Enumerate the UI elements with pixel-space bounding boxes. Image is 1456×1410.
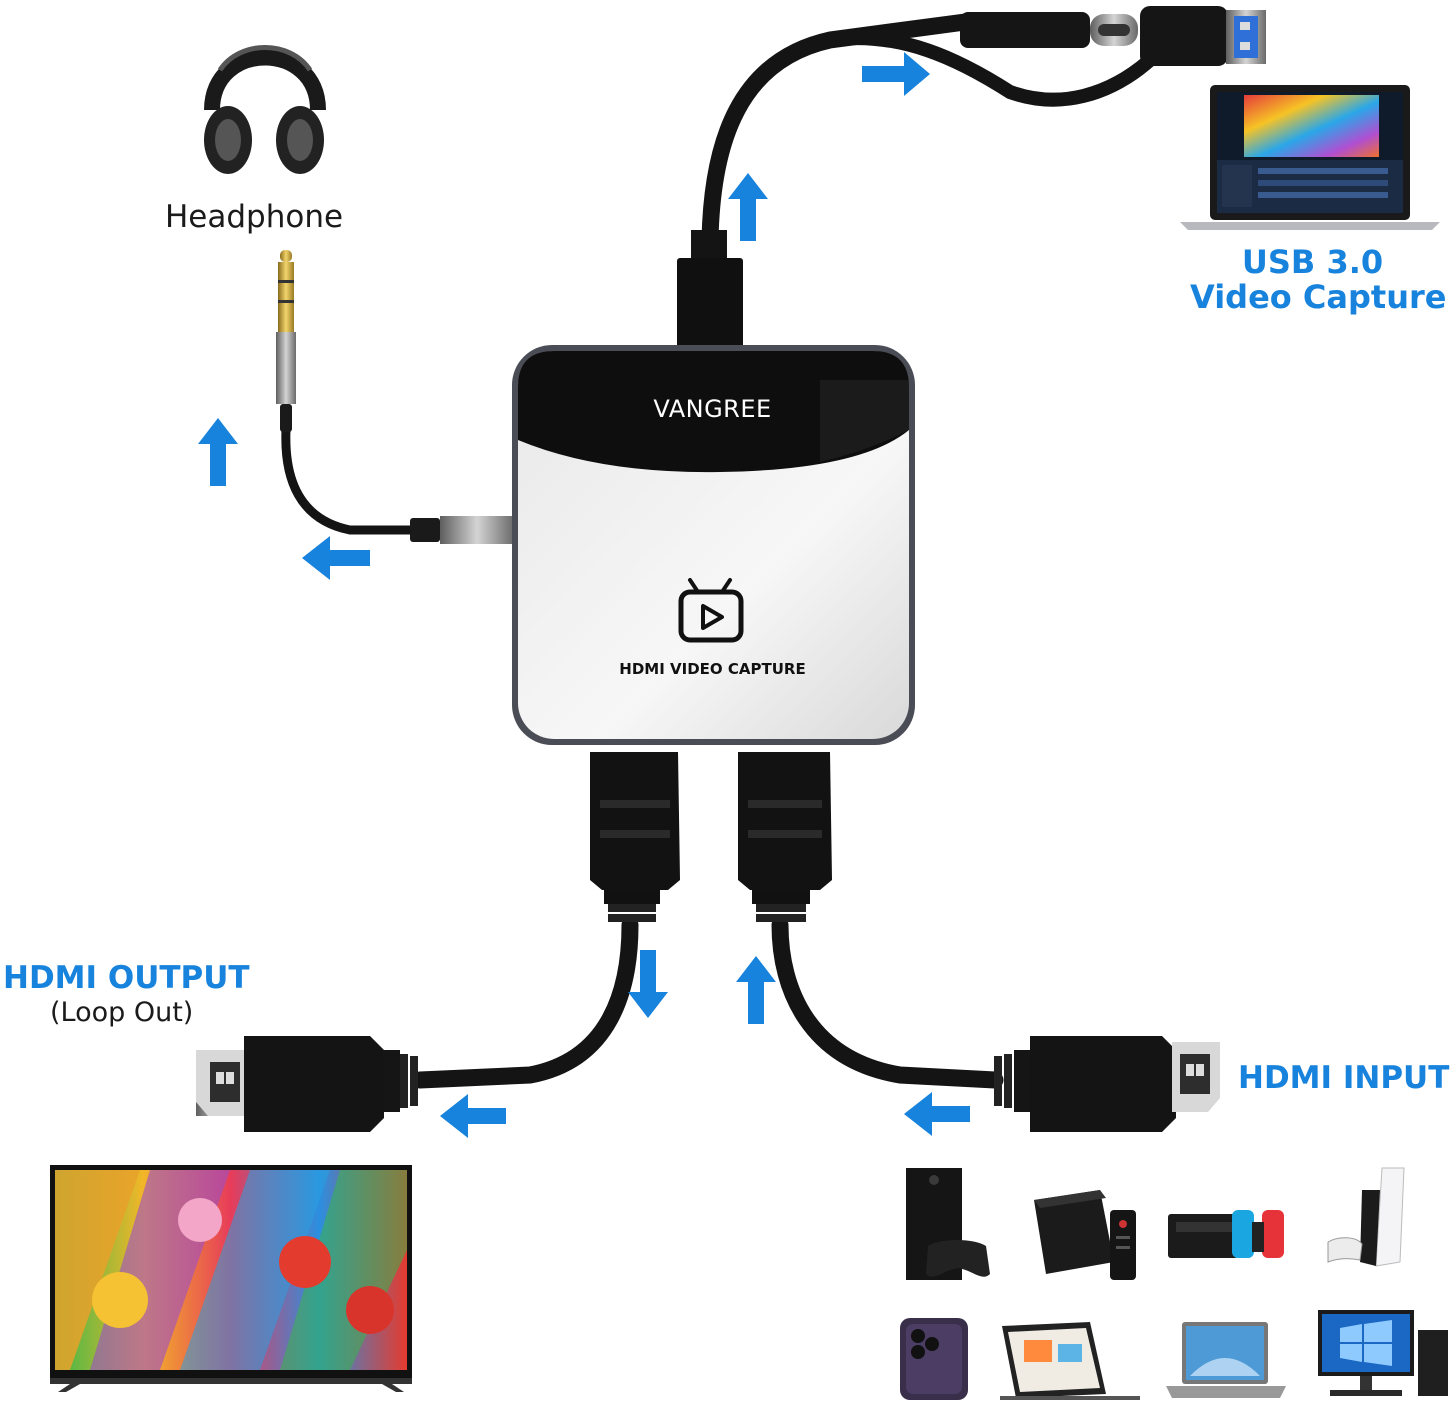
headphone-icon [204,45,326,174]
hdmi-input-cable [771,916,1004,1089]
usb-c-connector [960,12,1138,48]
hdmi-out-connector-device [590,752,680,922]
usb-capture-label: USB 3.0 Video Capture [1190,243,1447,317]
device-caption: HDMI VIDEO CAPTURE [619,660,806,678]
usb-capture-label-line1: USB 3.0 [1241,243,1384,281]
arrow-left-hdmi-in [904,1092,970,1136]
audio-jack [276,250,296,432]
hdmi-output-connector [196,1036,418,1132]
tv-box-icon [1034,1190,1136,1280]
audio-cable [281,425,425,535]
ps5-console-icon [1327,1167,1405,1267]
switch-console-icon [1168,1210,1284,1258]
usb-a-connector [1140,6,1266,66]
tv-play-icon [678,578,744,643]
hdmi-output-sub-label: (Loop Out) [50,997,194,1028]
desktop-pc-icon [1318,1310,1448,1396]
hdmi-input-label: HDMI INPUT [1238,1060,1450,1096]
hdmi-in-connector-device [738,752,832,922]
headphone-label: Headphone [165,199,344,235]
laptop-icon [1180,85,1440,230]
arrow-up-hdmi-in [736,956,776,1024]
usb-cable [701,13,1157,249]
capture-device [512,345,915,745]
device-brand: VANGREE [653,395,772,423]
arrow-up-usb [728,173,768,241]
usb-capture-label-line2: Video Capture [1190,278,1447,317]
laptop-small-icon [1166,1322,1286,1398]
hdmi-output-cable [411,916,639,1089]
arrow-up-headphone [198,418,238,486]
arrow-left-audio [302,536,370,580]
game-console-icon [906,1168,990,1280]
hdmi-output-label: HDMI OUTPUT [3,960,250,996]
audio-plug-side [410,516,514,544]
phone-icon [900,1318,968,1400]
hdmi-input-connector [994,1036,1220,1132]
tablet-icon [1000,1322,1140,1400]
television-icon [50,1165,412,1392]
usb-cable-boot [677,230,743,348]
arrow-right-usb [862,52,930,96]
arrow-left-hdmi-out [440,1094,506,1138]
